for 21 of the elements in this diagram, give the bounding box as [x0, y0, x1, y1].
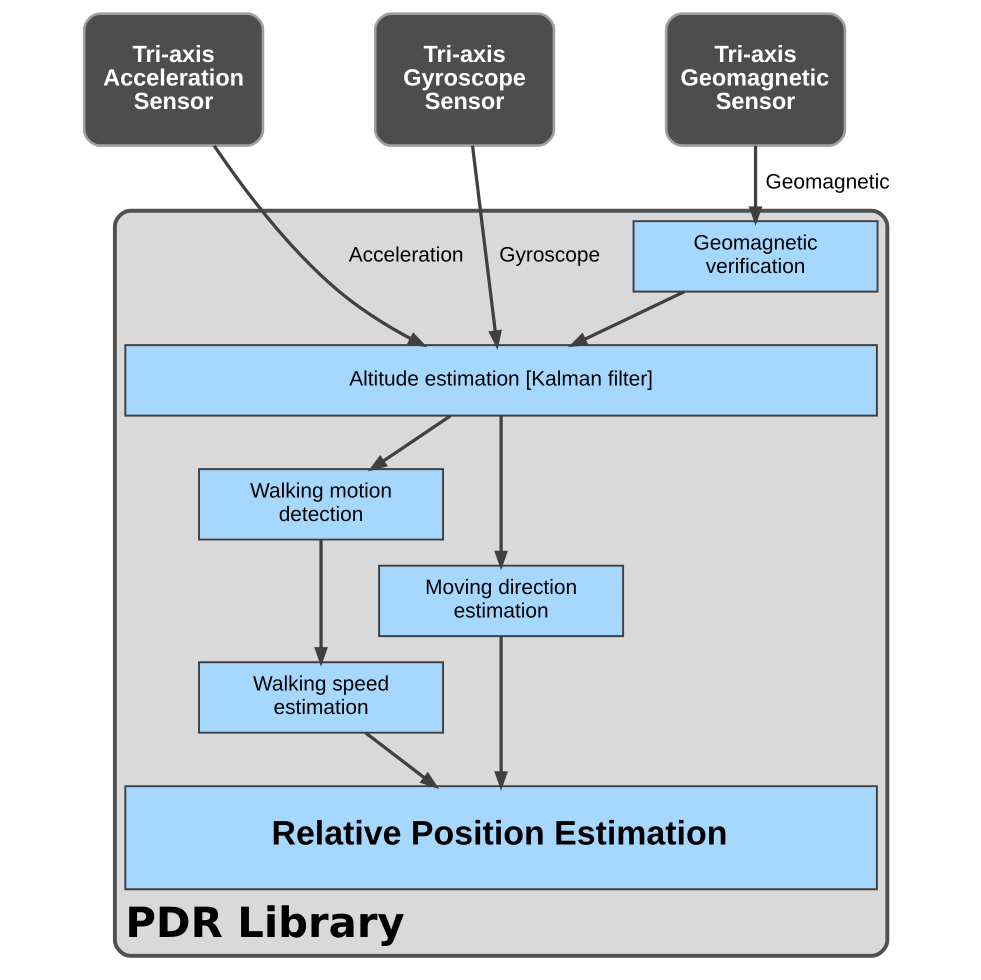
- arrow: [494, 636, 508, 791]
- arrow: [470, 145, 502, 350]
- node-box: Tri-axis Gyroscope Sensor: [373, 12, 555, 147]
- node-box: Relative Position Estimation: [124, 785, 878, 890]
- node-box: Geomagnetic verification: [632, 220, 878, 293]
- arrow: [314, 540, 328, 667]
- node-box: Walking speed estimation: [198, 661, 444, 734]
- arrow: [567, 290, 685, 348]
- arrow: [748, 146, 762, 226]
- arrow: [364, 732, 439, 790]
- arrow: [212, 144, 427, 348]
- node-box: Altitude estimation [Kalman filter]: [124, 344, 878, 417]
- arrow: [367, 414, 451, 472]
- edge-label: Gyroscope: [498, 243, 600, 266]
- node-box: Moving direction estimation: [378, 564, 624, 638]
- edge-label: Acceleration: [348, 243, 464, 266]
- edge-label: Geomagnetic: [765, 170, 890, 194]
- node-box: Tri-axis Acceleration Sensor: [82, 12, 264, 147]
- node-box: Tri-axis Geomagnetic Sensor: [664, 12, 846, 147]
- arrow: [494, 416, 508, 570]
- node-box: Walking motion detection: [198, 468, 444, 541]
